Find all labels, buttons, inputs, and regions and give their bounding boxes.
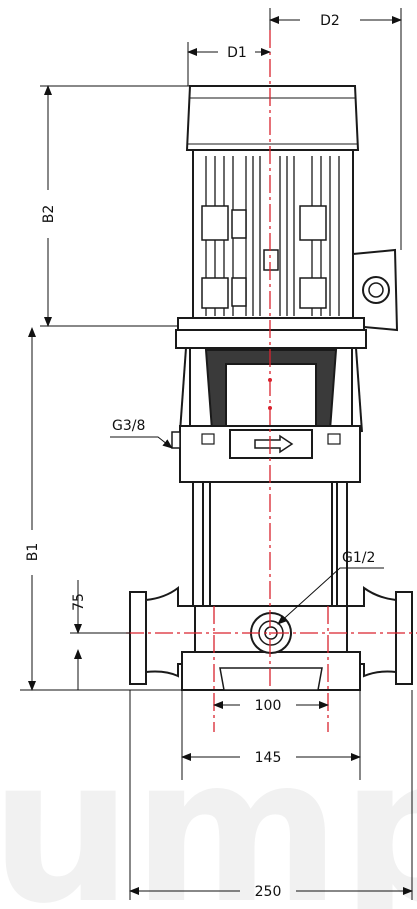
connection-g12-label: G1/2 bbox=[342, 550, 375, 566]
dimension-d2-label: D2 bbox=[320, 13, 340, 29]
dimension-b2-label: B2 bbox=[41, 205, 57, 224]
dimension-145-label: 145 bbox=[255, 750, 282, 766]
centerlines bbox=[126, 30, 417, 732]
dimension-75-label: 75 bbox=[71, 593, 87, 611]
dimension-d1-label: D1 bbox=[227, 45, 247, 61]
dimension-b1-label: B1 bbox=[25, 543, 41, 562]
pump-head bbox=[171, 425, 361, 483]
dimension-lines bbox=[20, 8, 413, 900]
dimension-100-label: 100 bbox=[255, 698, 282, 714]
lantern-bracket bbox=[179, 347, 363, 433]
motor-flange bbox=[175, 317, 367, 349]
flow-direction-arrow-icon bbox=[254, 434, 294, 454]
dimension-250-label: 250 bbox=[255, 884, 282, 900]
motor-assembly bbox=[185, 85, 399, 332]
watermark-text: umps bbox=[0, 715, 417, 909]
outlet-flange bbox=[395, 591, 413, 685]
motor-top-cap bbox=[185, 85, 360, 151]
connection-g38-label: G3/8 bbox=[112, 418, 145, 434]
inlet-flange bbox=[129, 591, 147, 685]
fin-clamps bbox=[201, 205, 327, 309]
